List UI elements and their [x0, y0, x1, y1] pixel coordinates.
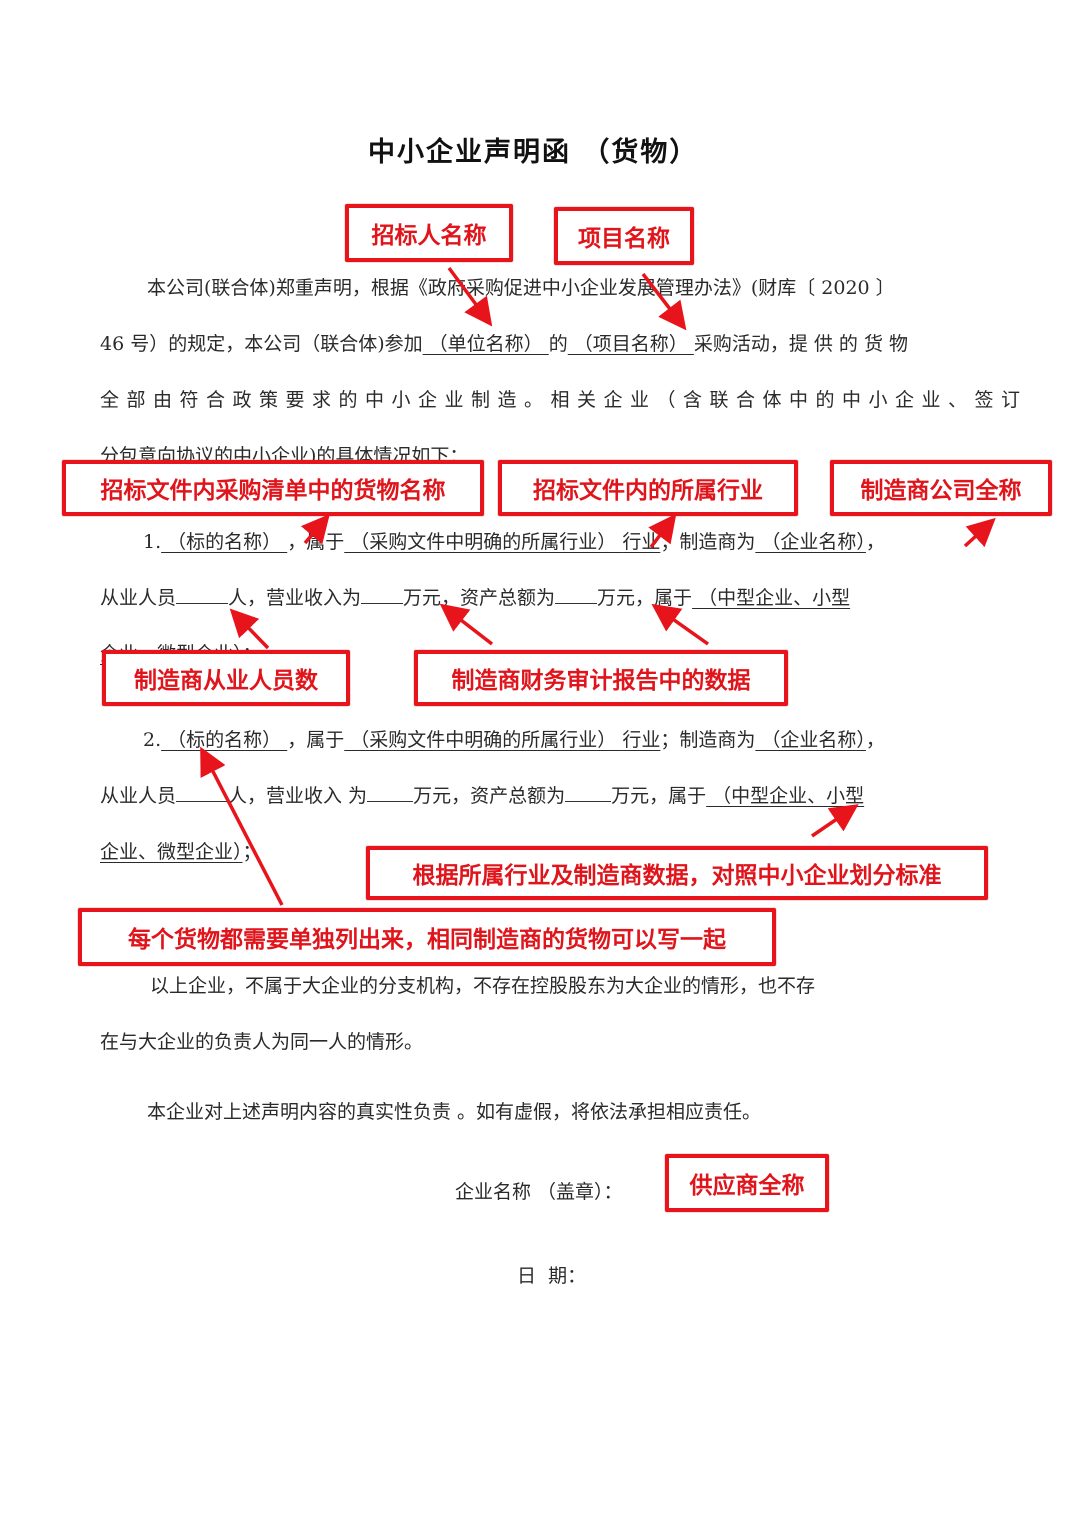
annotation-audit-data: 制造商财务审计报告中的数据 [414, 650, 788, 706]
unit-name-field[interactable]: （单位名称） [422, 333, 549, 355]
item-text: 万元，资产总额为 [413, 785, 566, 807]
page-title: 中小企业声明函 （货物） [368, 137, 699, 168]
item-1-line-1: 1. （标的名称） ，属于 （采购文件中明确的所属行业） 行业；制造商为 （企业… [143, 528, 885, 556]
intro-line-3: 全部由符合政策要求的中小企业制造。相关企业（含联合体中的中小企业、签订 [100, 389, 1028, 411]
annotation-supplier-full-name: 供应商全称 [665, 1154, 829, 1212]
item-text: ； [242, 841, 262, 863]
revenue-field[interactable] [361, 585, 404, 604]
responsibility-statement: 本企业对上述声明内容的真实性负责 。如有虚假，将依法承担相应责任。 [147, 1101, 762, 1123]
assets-field[interactable] [565, 783, 612, 802]
intro-text: 46 号）的规定，本公司（联合体)参加 [100, 333, 423, 355]
annotation-goods-name: 招标文件内采购清单中的货物名称 [62, 460, 484, 516]
annotation-manufacturer-staff: 制造商从业人员数 [102, 650, 350, 706]
item-number: 2. [143, 729, 162, 751]
closing-line-1: 以上企业，不属于大企业的分支机构，不存在控股股东为大企业的情形，也不存 [150, 975, 816, 997]
intro-line-1: 本公司(联合体)郑重声明，根据《政府采购促进中小企业发展管理办法》(财库〔 20… [147, 277, 895, 299]
closing-line-2: 在与大企业的负责人为同一人的情形。 [100, 1031, 424, 1053]
assets-field[interactable] [555, 585, 598, 604]
annotation-classification: 根据所属行业及制造商数据，对照中小企业划分标准 [366, 846, 988, 900]
annotation-list-each-item: 每个货物都需要单独列出来，相同制造商的货物可以写一起 [78, 908, 776, 966]
manufacturer-field[interactable]: （企业名称） [755, 531, 866, 553]
item-2-line-2: 从业人员 人，营业收入 为 万元，资产总额为 万元，属于 （中型企业、小型 [100, 782, 864, 810]
item-text: 万元，属于 [597, 587, 693, 609]
item-1-line-2: 从业人员 人，营业收入为 万元，资产总额为 万元，属于 （中型企业、小型 [100, 584, 850, 612]
industry-field[interactable]: （采购文件中明确的所属行业） [344, 729, 623, 751]
item-text: ， [865, 729, 885, 751]
staff-count-field[interactable] [176, 585, 229, 604]
item-number: 1. [143, 531, 162, 553]
scale-field[interactable]: （中型企业、小型 [706, 785, 865, 807]
item-text: 从业人员 [100, 587, 177, 609]
goods-name-field[interactable]: （标的名称） [161, 531, 288, 553]
industry-suffix: 行业 [622, 531, 661, 553]
manufacturer-field[interactable]: （企业名称） [755, 729, 866, 751]
item-2-line-3: 企业、微型企业）； [100, 838, 262, 866]
item-text: ；制造商为 [660, 531, 756, 553]
project-name-field[interactable]: （项目名称） [567, 333, 694, 355]
item-text: 万元，资产总额为 [403, 587, 556, 609]
intro-text: 采购活动，提 供 的 货 物 [693, 333, 909, 355]
item-text: 人，营业收入 为 [228, 785, 368, 807]
scale-field[interactable]: （中型企业、小型 [692, 587, 851, 609]
revenue-field[interactable] [367, 783, 414, 802]
item-text: 从业人员 [100, 785, 177, 807]
annotation-project-name: 项目名称 [554, 207, 694, 265]
goods-name-field[interactable]: （标的名称） [161, 729, 288, 751]
item-2-line-1: 2. （标的名称） ，属于 （采购文件中明确的所属行业） 行业；制造商为 （企业… [143, 726, 885, 754]
intro-text: 的 [548, 333, 568, 355]
signature-label: 企业名称 （盖章）： [455, 1181, 623, 1203]
date-label: 日 期： [517, 1265, 587, 1287]
intro-line-2: 46 号）的规定，本公司（联合体)参加 （单位名称） 的 （项目名称） 采购活动… [100, 330, 908, 358]
item-text: ；制造商为 [660, 729, 756, 751]
annotation-industry: 招标文件内的所属行业 [498, 460, 798, 516]
annotation-manufacturer-full-name: 制造商公司全称 [830, 460, 1052, 516]
scale-field-cont[interactable]: 企业、微型企业） [100, 841, 243, 863]
item-text: ， [865, 531, 885, 553]
industry-field[interactable]: （采购文件中明确的所属行业） [344, 531, 623, 553]
staff-count-field[interactable] [176, 783, 229, 802]
annotation-tenderer-name: 招标人名称 [345, 204, 513, 262]
item-text: ，属于 [287, 729, 345, 751]
industry-suffix: 行业 [622, 729, 661, 751]
item-text: 人，营业收入为 [228, 587, 362, 609]
item-text: 万元，属于 [611, 785, 707, 807]
item-text: ，属于 [287, 531, 345, 553]
